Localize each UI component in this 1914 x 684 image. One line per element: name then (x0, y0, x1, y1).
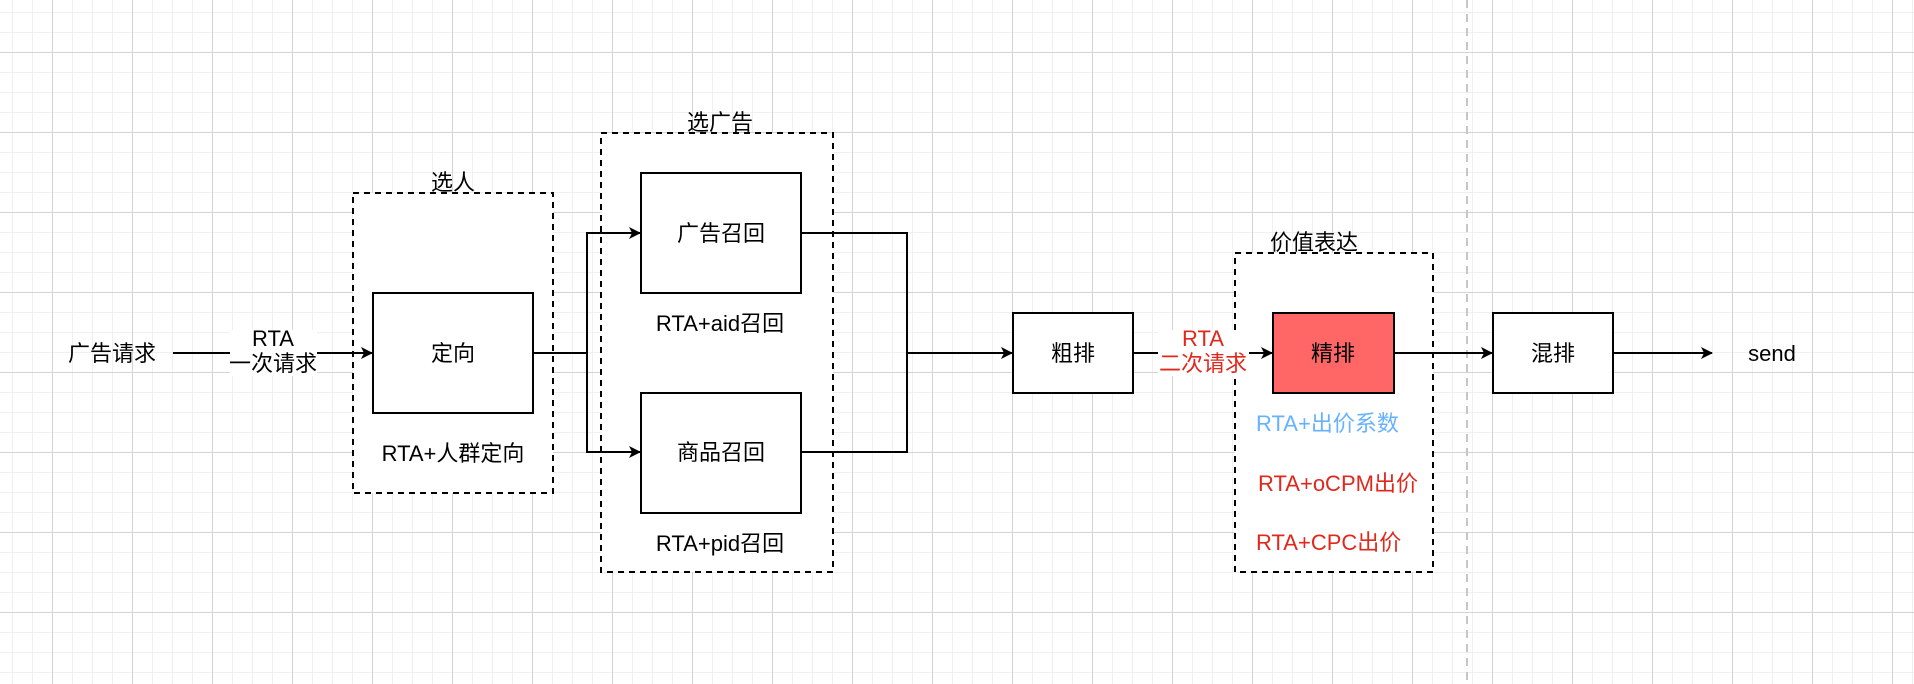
edge-label-second-request-line2: 二次请求 (1159, 351, 1247, 376)
node-fine-rank-shape[interactable] (1272, 312, 1395, 394)
node-mixed-rank[interactable]: 混排 (1492, 312, 1614, 394)
edge-label-first-request-bg (230, 330, 317, 376)
group-value-expression-title: 价值表达 (1270, 230, 1358, 255)
edge-label-second-request: RTA 二次请求 (1158, 326, 1249, 376)
group-value-expression-frame[interactable] (1234, 252, 1434, 573)
node-fine-rank-label: 精排 (1311, 341, 1355, 366)
node-mixed-rank-shape[interactable] (1492, 312, 1614, 394)
node-ad-request[interactable]: 广告请求 (68, 341, 156, 366)
group-value-expression[interactable]: 价值表达 RTA+出价系数 RTA+oCPM出价 RTA+CPC出价 (1234, 230, 1434, 573)
value-item-ocpm-bid: RTA+oCPM出价 (1258, 471, 1418, 496)
edge-label-first-request-line2: 一次请求 (229, 351, 317, 376)
group-select-user-title: 选人 (431, 170, 475, 195)
edge-recall-merge[interactable] (801, 232, 908, 453)
node-targeting-shape[interactable] (372, 292, 534, 414)
edge-targeting-to-ad-recall[interactable] (533, 227, 641, 354)
edge-label-first-request-line1: RTA (252, 326, 294, 351)
node-ad-recall-label: 广告召回 (677, 221, 765, 246)
group-select-ad-caption-pid: RTA+pid召回 (656, 531, 784, 556)
edge-label-second-request-bg (1158, 330, 1249, 376)
value-item-bid-coefficient: RTA+出价系数 (1256, 411, 1399, 436)
node-ad-recall-shape[interactable] (640, 172, 802, 294)
node-product-recall-label: 商品召回 (677, 440, 765, 465)
group-select-ad-caption-aid: RTA+aid召回 (656, 311, 784, 336)
node-mixed-rank-label: 混排 (1531, 341, 1575, 366)
node-send[interactable]: send (1748, 341, 1796, 366)
group-select-ad-title: 选广告 (687, 110, 753, 135)
value-item-cpc-bid: RTA+CPC出价 (1256, 530, 1401, 555)
node-product-recall[interactable]: 商品召回 (640, 392, 802, 514)
edge-targeting-to-product-recall[interactable] (586, 353, 641, 458)
node-ad-recall[interactable]: 广告召回 (640, 172, 802, 294)
edge-label-first-request: RTA 一次请求 (229, 326, 317, 376)
node-coarse-rank-label: 粗排 (1051, 341, 1095, 366)
node-fine-rank[interactable]: 精排 (1272, 312, 1395, 394)
node-coarse-rank-shape[interactable] (1012, 312, 1134, 394)
node-targeting-label: 定向 (431, 341, 475, 366)
edge-label-second-request-line1: RTA (1182, 326, 1224, 351)
node-targeting[interactable]: 定向 (372, 292, 534, 414)
node-coarse-rank[interactable]: 粗排 (1012, 312, 1134, 394)
node-product-recall-shape[interactable] (640, 392, 802, 514)
group-select-user-caption: RTA+人群定向 (382, 441, 525, 466)
